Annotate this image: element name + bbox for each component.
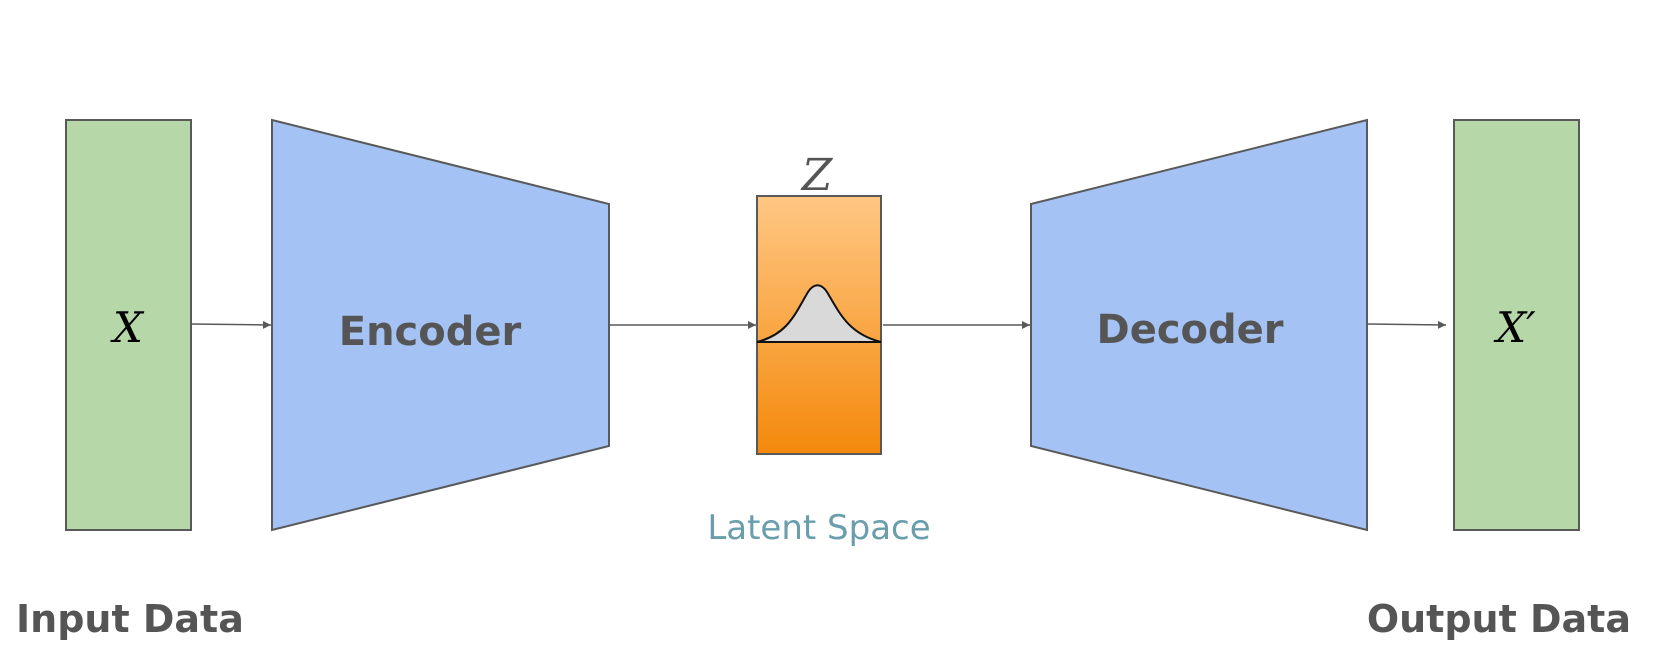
- decoder-label: Decoder: [1096, 307, 1283, 353]
- encoder-label: Encoder: [339, 309, 522, 355]
- latent-vector: Z: [756, 150, 882, 455]
- input-data-caption: Input Data: [16, 597, 244, 641]
- input-data-box: X: [65, 119, 192, 531]
- output-symbol: X′: [1493, 303, 1536, 352]
- output-data-caption: Output Data: [1367, 597, 1631, 641]
- latent-space-caption: Latent Space: [707, 508, 930, 548]
- decoder-block: Decoder: [1030, 118, 1368, 532]
- encoder-block: Encoder: [271, 118, 610, 532]
- gaussian-distribution-icon: [756, 284, 882, 343]
- arrow-input-to-encoder: [190, 320, 272, 329]
- output-data-box: X′: [1453, 119, 1580, 531]
- input-symbol: X: [110, 303, 145, 352]
- latent-symbol: Z: [800, 150, 834, 201]
- arrow-decoder-to-output: [1366, 320, 1447, 329]
